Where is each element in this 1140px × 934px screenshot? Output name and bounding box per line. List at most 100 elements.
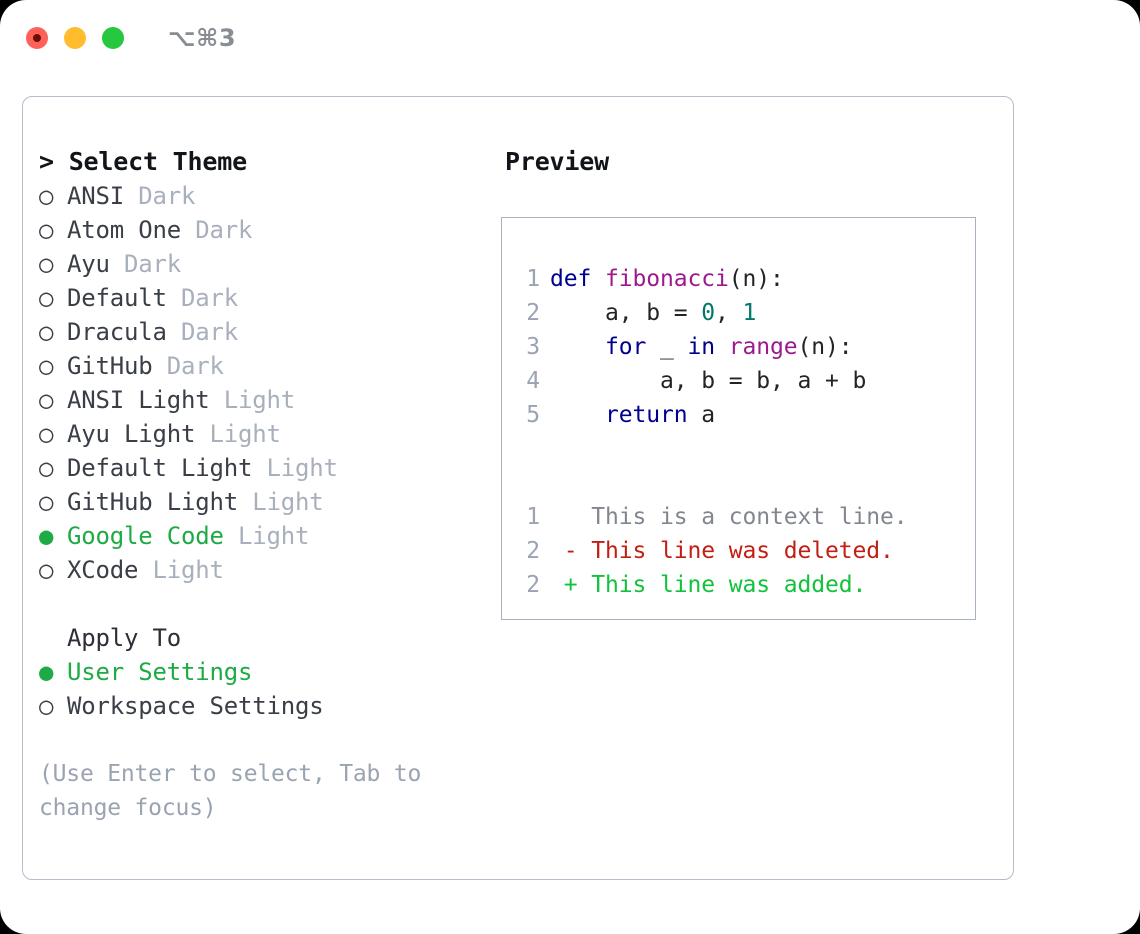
theme-option-category: Dark <box>166 318 238 346</box>
radio-unselected-icon: ○ <box>39 420 54 448</box>
theme-option-label: Ayu <box>67 250 110 278</box>
code-token: , <box>714 300 743 326</box>
radio-unselected-icon: ○ <box>39 352 54 380</box>
radio-unselected-icon: ○ <box>39 488 54 516</box>
main-panel: > Select Theme ○ANSI Dark○Atom One Dark○… <box>22 96 1014 880</box>
theme-option-category: Dark <box>181 216 253 244</box>
code-line: 4 a, b = b, a + b <box>518 364 975 398</box>
theme-option-label: GitHub Light <box>67 488 238 516</box>
radio-unselected-icon: ○ <box>39 454 54 482</box>
theme-option-label: XCode <box>67 556 139 584</box>
code-token <box>550 334 605 360</box>
radio-unselected-icon: ○ <box>39 182 54 210</box>
theme-option-label: ANSI Light <box>67 386 210 414</box>
apply-to-option-label: User Settings <box>67 658 253 686</box>
theme-option-label: Atom One <box>67 216 181 244</box>
theme-option[interactable]: ○ Atom One Dark <box>39 213 501 247</box>
apply-to-label: Apply To <box>67 624 181 652</box>
theme-option-label: Google Code <box>67 522 224 550</box>
code-token: fibonacci <box>605 266 729 292</box>
code-token: a, b = <box>550 300 702 326</box>
code-token: return <box>605 402 688 428</box>
theme-option-category: Dark <box>152 352 224 380</box>
theme-option-label: Ayu Light <box>67 420 196 448</box>
diff-line: 1 This is a context line. <box>518 500 975 534</box>
line-number: 3 <box>526 334 540 360</box>
code-token: (n): <box>728 266 784 292</box>
keyboard-shortcut-label: ⌥⌘3 <box>168 24 237 52</box>
theme-option-label: Default <box>67 284 167 312</box>
title-bar: ⌥⌘3 <box>0 0 1140 76</box>
theme-list: ○ANSI Dark○Atom One Dark○Ayu Dark○Defaul… <box>39 179 501 587</box>
radio-unselected-icon: ○ <box>39 250 54 278</box>
page-title: > Select Theme <box>39 147 247 176</box>
diff-text: This line was added. <box>591 572 867 598</box>
radio-unselected-icon: ○ <box>39 556 54 584</box>
theme-option[interactable]: ○ Ayu Dark <box>39 247 501 281</box>
zoom-window-button[interactable] <box>102 27 124 49</box>
diff-marker: - <box>550 538 592 564</box>
line-number: 1 <box>526 266 540 292</box>
code-line: 3 for _ in range(n): <box>518 330 975 364</box>
keyboard-hint: (Use Enter to select, Tab to change focu… <box>39 761 435 821</box>
diff-marker <box>550 504 591 530</box>
apply-to-option[interactable]: ○Workspace Settings <box>39 689 501 723</box>
theme-option-label: Dracula <box>67 318 167 346</box>
diff-text: This line was deleted. <box>591 538 894 564</box>
radio-unselected-icon: ○ <box>39 284 54 312</box>
close-window-button[interactable] <box>26 27 48 49</box>
theme-option[interactable]: ○ GitHub Dark <box>39 349 501 383</box>
theme-option[interactable]: ○ ANSI Dark <box>39 179 501 213</box>
theme-option[interactable]: ○ XCode Light <box>39 553 501 587</box>
code-line: 5 return a <box>518 398 975 432</box>
theme-option-category: Light <box>138 556 224 584</box>
traffic-lights <box>26 27 124 49</box>
apply-to-option[interactable]: ● User Settings <box>39 655 501 689</box>
theme-option-category: Light <box>195 420 281 448</box>
theme-option[interactable]: ○ ANSI Light Light <box>39 383 501 417</box>
code-token: 1 <box>742 300 757 326</box>
diff-marker: + <box>550 572 592 598</box>
theme-option-category: Dark <box>166 284 238 312</box>
theme-option-label: ANSI <box>67 182 124 210</box>
theme-option-category: Light <box>238 488 324 516</box>
code-token: for <box>605 334 647 360</box>
line-number: 1 <box>526 504 540 530</box>
line-number: 5 <box>526 402 540 428</box>
theme-option[interactable]: ○ Default Dark <box>39 281 501 315</box>
preview-title: Preview <box>505 147 609 176</box>
code-token: a, b = b, a + b <box>550 368 867 394</box>
radio-unselected-icon: ○ <box>39 216 54 244</box>
radio-selected-icon: ● <box>39 522 54 550</box>
theme-option[interactable]: ○Default Light Light <box>39 451 501 485</box>
theme-picker-column: > Select Theme ○ANSI Dark○Atom One Dark○… <box>23 97 501 879</box>
line-number: 2 <box>526 572 540 598</box>
diff-line: 2 + This line was added. <box>518 568 975 602</box>
theme-option-category: Dark <box>109 250 181 278</box>
theme-option-category: Light <box>252 454 338 482</box>
code-token: in <box>687 334 716 360</box>
apply-to-list: ● User Settings ○Workspace Settings <box>39 655 501 723</box>
minimize-window-button[interactable] <box>64 27 86 49</box>
code-token: a <box>687 402 715 428</box>
theme-option[interactable]: ○ GitHub Light Light <box>39 485 501 519</box>
theme-option[interactable]: ○ Ayu Light Light <box>39 417 501 451</box>
theme-option[interactable]: ○ Dracula Dark <box>39 315 501 349</box>
radio-unselected-icon: ○ <box>39 386 54 414</box>
code-token: range <box>728 334 798 360</box>
theme-option[interactable]: ●Google Code Light <box>39 519 501 553</box>
code-token: (n): <box>797 334 853 360</box>
radio-unselected-icon: ○ <box>39 318 54 346</box>
line-number: 4 <box>526 368 540 394</box>
line-number: 2 <box>526 300 540 326</box>
theme-option-label: GitHub <box>67 352 153 380</box>
code-line: 2 a, b = 0, 1 <box>518 296 975 330</box>
theme-option-category: Dark <box>124 182 196 210</box>
line-number: 2 <box>526 538 540 564</box>
radio-selected-icon: ● <box>39 658 54 686</box>
theme-option-category: Light <box>209 386 295 414</box>
